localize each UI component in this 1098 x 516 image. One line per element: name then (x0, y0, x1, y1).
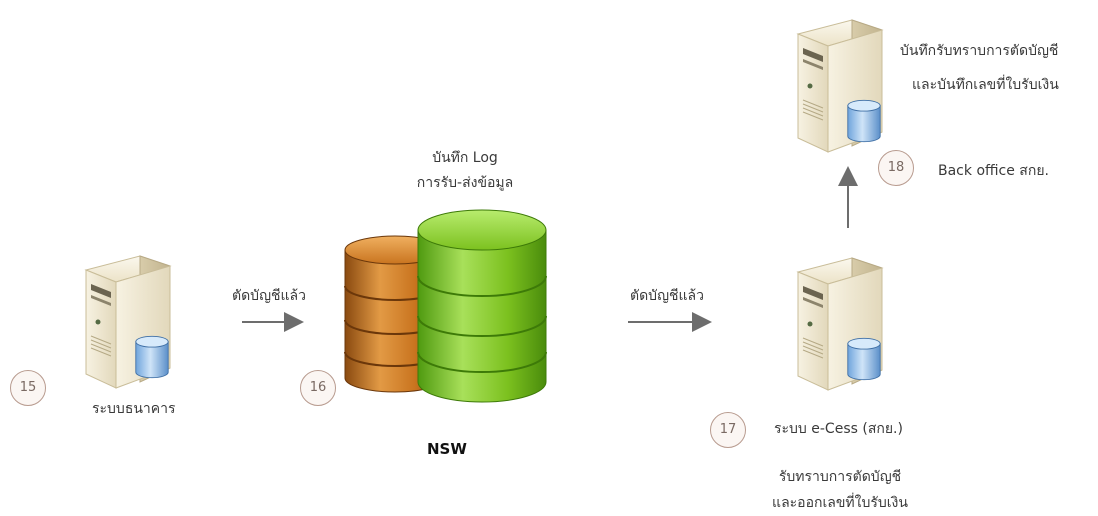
backoffice-desc-line1: บันทึกรับทราบการตัดบัญชี (900, 43, 1059, 59)
nsw-log-line1: บันทึก Log (432, 150, 498, 166)
backoffice-desc-line2: และบันทึกเลขที่ใบรับเงิน (912, 77, 1059, 93)
arrow-label-nsw-to-ecess: ตัดบัญชีแล้ว (630, 288, 704, 304)
ecess-label: ระบบ e-Cess (สกย.) (774, 421, 903, 437)
step-15-badge: 15 (10, 370, 46, 406)
arrow-nsw-to-ecess (628, 312, 712, 332)
backoffice-database-icon (846, 98, 882, 144)
nsw-log-line2: การรับ-ส่งข้อมูล (416, 175, 514, 191)
bank-server-icon (78, 250, 178, 390)
step-18-badge: 18 (878, 150, 914, 186)
nsw-label: NSW (427, 440, 467, 458)
arrow-ecess-to-backoffice (838, 166, 858, 228)
arrow-bank-to-nsw (242, 312, 304, 332)
ecess-desc-line1: รับทราบการตัดบัญชี (778, 469, 902, 485)
step-16-badge: 16 (300, 370, 336, 406)
backoffice-server-icon (790, 14, 890, 154)
bank-label: ระบบธนาคาร (92, 401, 176, 417)
ecess-desc-line2: และออกเลขที่ใบรับเงิน (772, 495, 908, 511)
backoffice-label: Back office สกย. (938, 163, 1049, 179)
ecess-database-icon (846, 336, 882, 382)
step-17-badge: 17 (710, 412, 746, 448)
bank-database-icon (134, 334, 170, 380)
nsw-green-cylinder-icon (417, 209, 547, 403)
arrow-label-bank-to-nsw: ตัดบัญชีแล้ว (232, 288, 306, 304)
ecess-server-icon (790, 252, 890, 392)
